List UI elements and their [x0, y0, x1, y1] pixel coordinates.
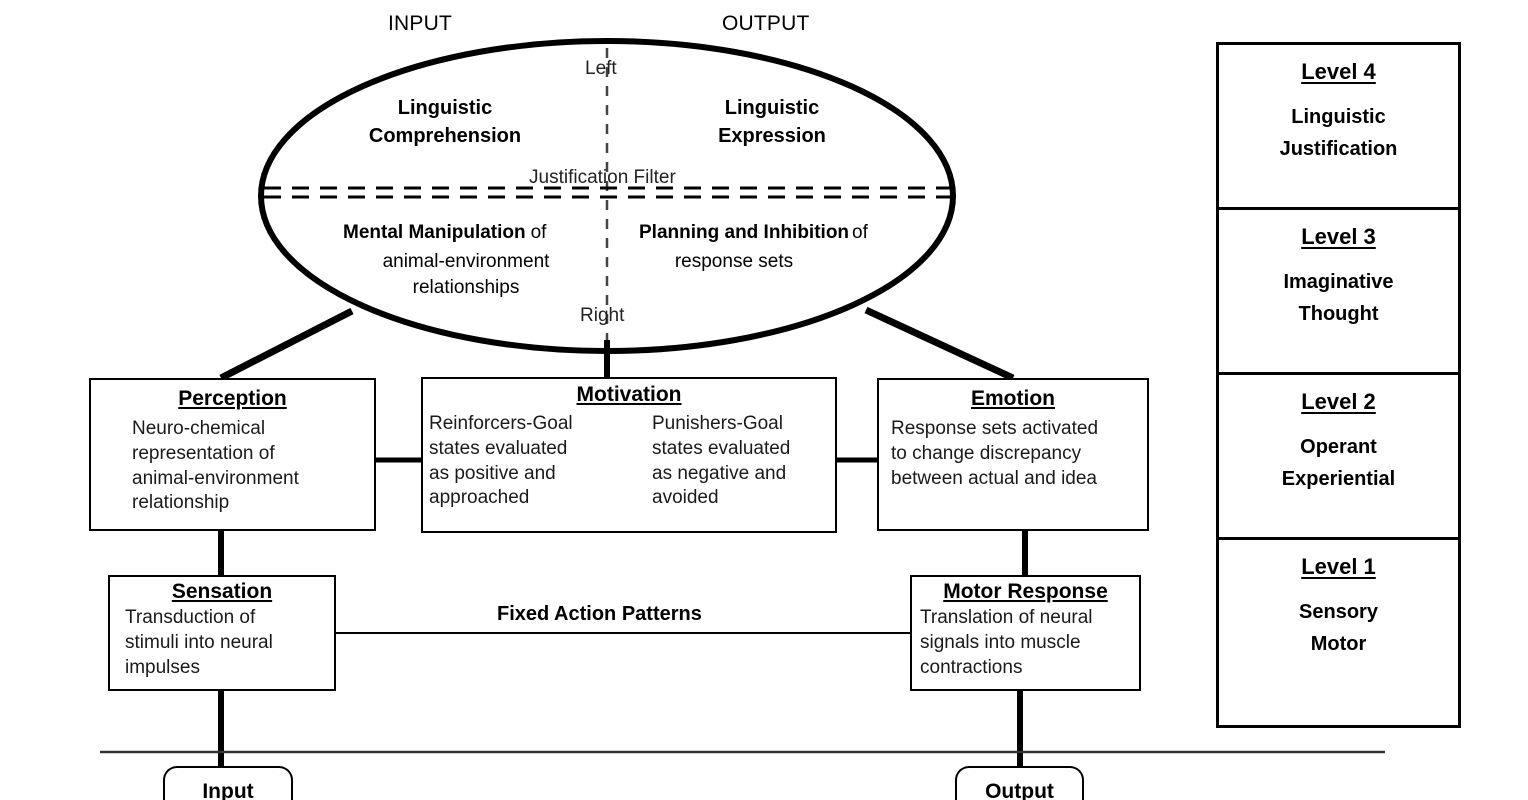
node-motivation-title: Motivation [576, 383, 682, 406]
mental-manipulation-bold: Mental Manipulation [343, 222, 526, 243]
mental-manipulation-subtext: animal-environment relationships [382, 251, 550, 298]
node-output-response[interactable]: Output [955, 766, 1084, 800]
input-caption: INPUT [388, 12, 452, 35]
planning-inhibition-tail: of [852, 222, 868, 243]
node-motivation[interactable]: Motivation Reinforcers-Goal states evalu… [421, 377, 837, 533]
legend-level-1-desc: Sensory Motor [1299, 601, 1378, 655]
hemisphere-left-label: Left [585, 58, 617, 79]
fixed-action-patterns-label: Fixed Action Patterns [497, 603, 702, 625]
node-emotion-body: Response sets activated to change discre… [891, 418, 1099, 489]
legend-level-3-title: Level 3 [1301, 224, 1376, 249]
planning-inhibition-bold: Planning and Inhibition [639, 222, 850, 243]
legend-level-4-desc: Linguistic Justification [1279, 106, 1398, 160]
node-sensation[interactable]: Sensation Transduction of stimuli into n… [108, 575, 336, 691]
hemisphere-right-label: Right [580, 305, 625, 326]
legend-level-2-desc: Operant Experiential [1281, 436, 1396, 490]
node-motor-response-body: Translation of neural signals into muscl… [920, 607, 1093, 678]
planning-inhibition-subtext: response sets [674, 251, 794, 272]
node-output-response-label: Output [985, 780, 1054, 800]
legend-cell-level-2[interactable]: Level 2 Operant Experiential [1219, 375, 1458, 540]
legend-level-1-title: Level 1 [1301, 554, 1376, 579]
node-perception-title: Perception [178, 387, 287, 410]
connector-cortex-to-emotion [864, 306, 1015, 382]
node-sensation-title: Sensation [171, 580, 273, 603]
legend-cell-level-1[interactable]: Level 1 Sensory Motor [1219, 540, 1458, 730]
node-input-stimulus-label: Input [202, 780, 254, 800]
node-motivation-reinforcers-body: Reinforcers-Goal states evaluated as pos… [429, 413, 573, 509]
node-motivation-punishers-body: Punishers-Goal states evaluated as negat… [652, 413, 791, 509]
node-motor-response-title: Motor Response [943, 580, 1108, 603]
legend-level-4-title: Level 4 [1301, 59, 1376, 84]
node-perception[interactable]: Perception Neuro-chemical representation… [89, 378, 376, 531]
output-caption: OUTPUT [722, 12, 810, 35]
node-perception-body: Neuro-chemical representation of animal-… [132, 418, 299, 514]
legend-cell-level-3[interactable]: Level 3 Imaginative Thought [1219, 210, 1458, 375]
legend-level-3-desc: Imaginative Thought [1283, 271, 1394, 325]
node-emotion[interactable]: Emotion Response sets activated to chang… [877, 378, 1149, 531]
node-sensation-body: Transduction of stimuli into neural impu… [125, 607, 273, 678]
legend-cell-level-4[interactable]: Level 4 Linguistic Justification [1219, 45, 1458, 210]
levels-legend: Level 4 Linguistic Justification Level 3… [1216, 42, 1461, 728]
node-emotion-title: Emotion [971, 387, 1055, 410]
mental-manipulation-tail: of [530, 222, 547, 243]
linguistic-comprehension-label: Linguistic Comprehension [368, 97, 522, 147]
node-input-stimulus[interactable]: Input [163, 766, 293, 800]
linguistic-expression-label: Linguistic Expression [718, 97, 826, 147]
connector-cortex-to-perception [219, 307, 354, 382]
node-motor-response[interactable]: Motor Response Translation of neural sig… [910, 575, 1141, 691]
justification-filter-label: Justification Filter [529, 167, 676, 188]
legend-level-2-title: Level 2 [1301, 389, 1376, 414]
